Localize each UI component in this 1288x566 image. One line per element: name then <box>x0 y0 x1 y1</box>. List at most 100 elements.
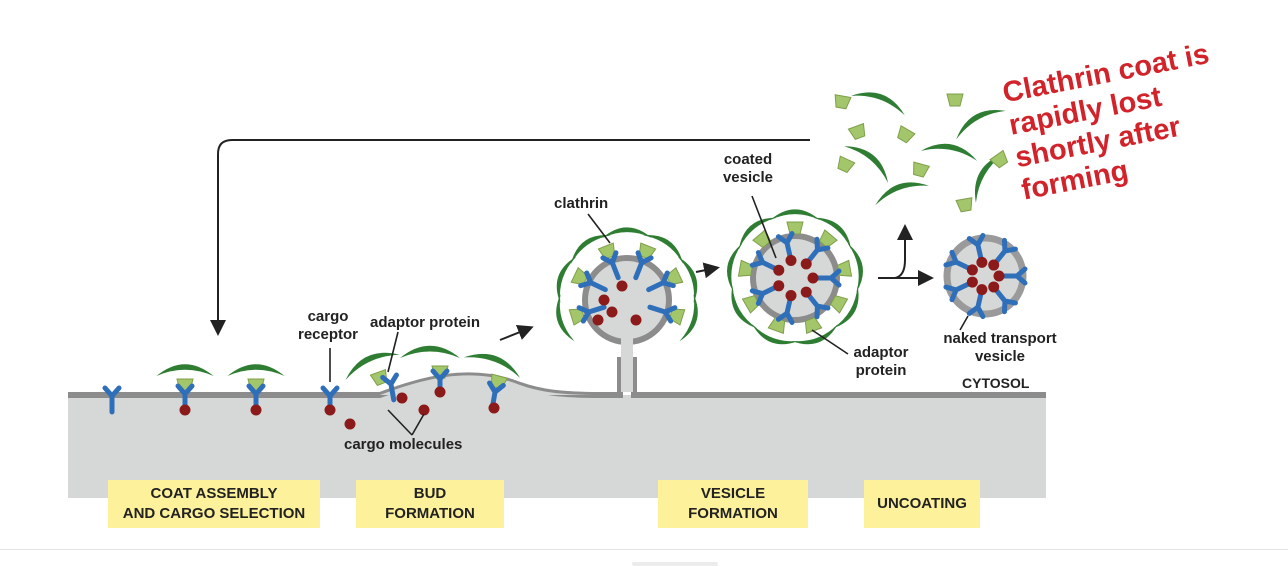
clathrin-triskelion <box>832 285 859 329</box>
clathrin-triskelion <box>875 182 929 206</box>
pit-neck <box>621 330 633 392</box>
cargo-receptor <box>576 304 607 324</box>
cargo-molecule <box>773 264 785 276</box>
clathrin-triskelion <box>847 243 863 293</box>
cytoplasm-slab <box>68 357 1046 498</box>
arrow-pit-to-vesicle <box>695 262 720 279</box>
adaptor-protein <box>741 295 761 314</box>
clathrin-triskelion <box>345 352 400 381</box>
clathrin-triskelion <box>556 294 575 342</box>
cargo-molecule <box>800 286 812 298</box>
cargo-receptor <box>600 250 621 281</box>
clathrin-triskelion <box>156 364 214 376</box>
cargo-molecule <box>344 418 356 430</box>
cargo-molecule <box>616 280 628 292</box>
clathrin-triskelion <box>642 235 684 264</box>
clathrin-triskelion <box>813 217 852 250</box>
adaptor-protein <box>837 155 856 174</box>
coated-vesicle-membrane <box>750 233 840 323</box>
clathrin-triskelion <box>570 235 612 264</box>
clathrin-triskelion <box>556 256 577 304</box>
clathrin-triskelion <box>400 345 460 358</box>
stage-uncoating: UNCOATING <box>864 480 980 528</box>
cargo-receptor <box>102 385 122 415</box>
clathrin-triskelion <box>731 285 758 329</box>
clathrin-triskelion <box>975 153 1005 203</box>
bottom-divider <box>0 549 1288 550</box>
adaptor-protein <box>804 317 823 335</box>
cytosol-label: CYTOSOL <box>962 375 1030 391</box>
adaptor-protein-label: adaptor protein <box>370 314 481 331</box>
cargo-molecule <box>434 386 446 398</box>
clathrin-label: clathrin <box>554 195 609 212</box>
cargo-molecule <box>250 404 262 416</box>
budding-pit-membrane <box>582 255 672 345</box>
cargo-molecule <box>179 404 191 416</box>
naked-vesicle-membrane <box>943 234 1027 318</box>
cargo-receptor <box>646 270 676 293</box>
cargo-molecule <box>488 402 500 414</box>
cargo-molecule <box>966 276 978 288</box>
arrow-bud-to-pit <box>499 325 534 341</box>
adaptor-protein <box>737 259 754 277</box>
clathrin-triskelion <box>791 324 839 345</box>
clathrin-triskelion <box>851 92 905 116</box>
cargo-molecule <box>785 254 797 266</box>
cargo-molecule <box>800 258 812 270</box>
cargo-molecule <box>630 314 642 326</box>
clathrin-triskelion <box>920 143 978 161</box>
cargo-receptor <box>633 250 654 281</box>
adaptor-protein <box>847 122 866 140</box>
adaptor-protein <box>767 317 786 335</box>
cargo-receptor <box>380 372 399 403</box>
cargo-molecule <box>592 314 604 326</box>
clathrin-triskelion <box>770 209 820 220</box>
clathrin-triskelion <box>602 227 652 238</box>
cargo-molecule <box>976 256 988 268</box>
clathrin-triskelion <box>227 364 285 376</box>
adaptor-protein <box>946 93 964 107</box>
cargo-molecule <box>773 280 785 292</box>
cargo-receptor <box>578 270 608 293</box>
adaptor-protein <box>829 295 849 314</box>
cargo-molecule <box>324 404 336 416</box>
cargo-molecule <box>606 306 618 318</box>
cargo-molecule <box>966 264 978 276</box>
clathrin-triskelion <box>844 146 889 183</box>
adaptor-protein <box>989 149 1009 169</box>
cargo-molecule <box>598 294 610 306</box>
adaptor-protein <box>955 197 973 213</box>
cargo-molecule <box>418 404 430 416</box>
arrow-uncoating-up <box>894 224 913 279</box>
adaptor-protein <box>897 125 916 144</box>
cargo-molecules-label: cargo molecules <box>344 436 463 453</box>
cargo-molecule <box>993 270 1005 282</box>
recycle-arrow <box>210 139 810 336</box>
clathrin-triskelion <box>679 294 698 342</box>
clathrin-triskelion <box>956 110 1006 140</box>
cargo-molecule <box>785 290 797 302</box>
cargo-receptor <box>647 304 678 324</box>
clathrin-triskelion <box>463 354 521 378</box>
adaptor-protein <box>913 161 931 178</box>
page-scroll-indicator <box>632 562 718 566</box>
clathrin-triskelion <box>677 256 698 304</box>
cargo-molecule <box>988 281 1000 293</box>
cargo-molecule <box>976 284 988 296</box>
cargo-molecule <box>396 392 408 404</box>
label-pointers <box>329 195 969 436</box>
cargo-molecule <box>807 272 819 284</box>
clathrin-triskelion <box>738 217 777 250</box>
adaptor-protein <box>834 94 852 110</box>
cargo-molecule <box>988 259 1000 271</box>
clathrin-triskelion <box>727 243 743 293</box>
adaptor-protein <box>786 221 804 235</box>
clathrin-triskelion <box>751 324 799 345</box>
